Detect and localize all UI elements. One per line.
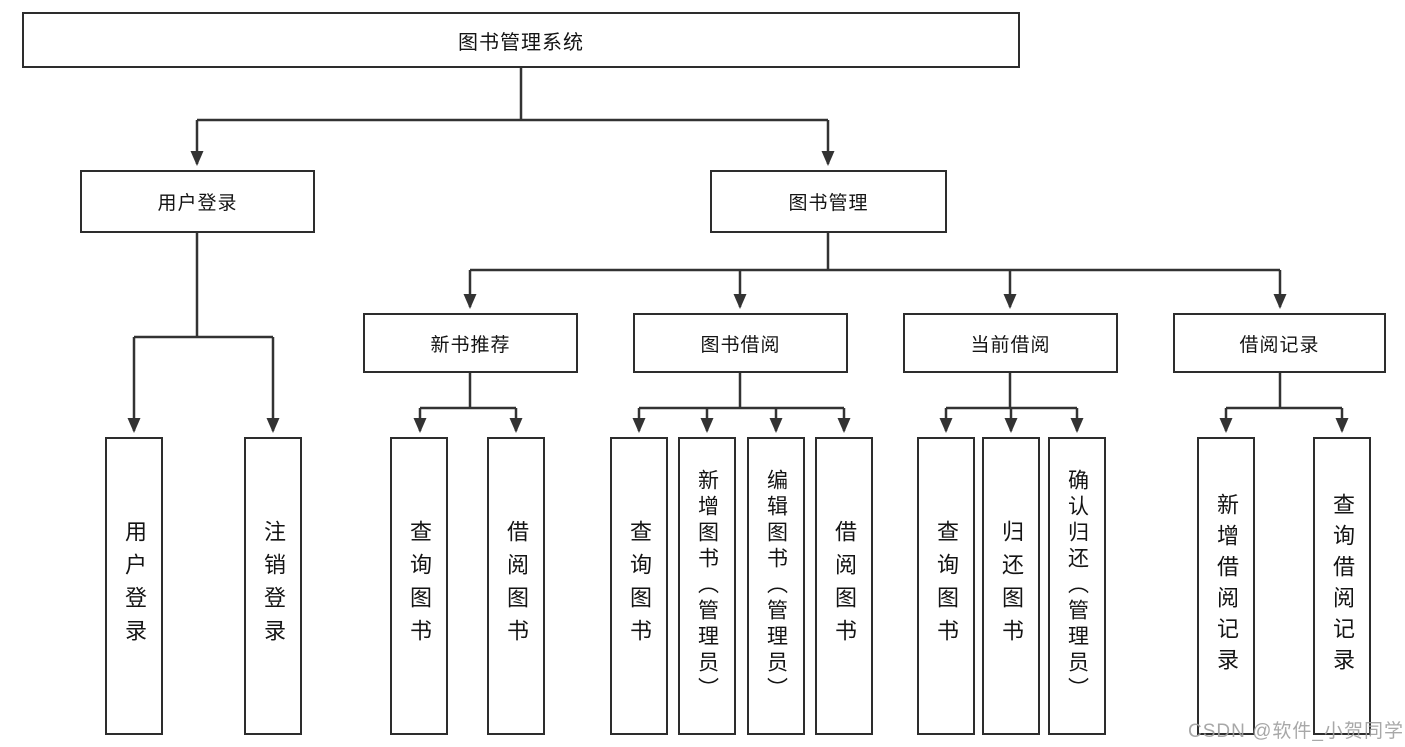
node-label: 查询图书 — [934, 520, 959, 652]
node-label: 图书借阅 — [700, 334, 781, 356]
leaf-borrow-books-recommend: 借阅图书 — [487, 437, 545, 735]
node-user-login: 用户登录 — [80, 170, 315, 233]
node-borrow-records: 借阅记录 — [1173, 313, 1386, 373]
node-label: 新增借阅记录 — [1214, 493, 1239, 679]
leaf-query-books-borrow: 查询图书 — [610, 437, 668, 735]
leaf-add-book-admin: 新增图书（管理员） — [678, 437, 736, 735]
leaf-add-borrow-record: 新增借阅记录 — [1197, 437, 1255, 735]
node-label: 借阅图书 — [504, 520, 529, 652]
node-label: 确认归还（管理员） — [1065, 469, 1089, 703]
node-label: 借阅记录 — [1239, 334, 1320, 356]
node-label: 归还图书 — [999, 520, 1024, 652]
node-label: 图书管理 — [788, 193, 869, 214]
leaf-logout: 注销登录 — [244, 437, 302, 735]
node-root: 图书管理系统 — [22, 12, 1020, 68]
leaf-user-login: 用户登录 — [105, 437, 163, 735]
csdn-watermark: CSDN @软件_小贺同学 — [1188, 721, 1404, 742]
leaf-confirm-return-admin: 确认归还（管理员） — [1048, 437, 1106, 735]
leaf-edit-book-admin: 编辑图书（管理员） — [747, 437, 805, 735]
node-label: 当前借阅 — [970, 334, 1051, 356]
node-label: 查询借阅记录 — [1330, 493, 1355, 679]
node-label: 图书管理系统 — [458, 31, 584, 54]
leaf-query-books-current: 查询图书 — [917, 437, 975, 735]
node-label: 新书推荐 — [430, 334, 511, 356]
leaf-query-books-recommend: 查询图书 — [390, 437, 448, 735]
node-new-book-recommend: 新书推荐 — [363, 313, 578, 373]
leaf-query-borrow-record: 查询借阅记录 — [1313, 437, 1371, 735]
node-label: 用户登录 — [157, 193, 238, 214]
leaf-borrow-books: 借阅图书 — [815, 437, 873, 735]
node-current-borrow: 当前借阅 — [903, 313, 1118, 373]
node-label: 用户登录 — [122, 520, 147, 652]
node-book-borrow: 图书借阅 — [633, 313, 848, 373]
node-book-management: 图书管理 — [710, 170, 947, 233]
leaf-return-books: 归还图书 — [982, 437, 1040, 735]
node-label: 编辑图书（管理员） — [764, 469, 788, 703]
node-label: 查询图书 — [627, 520, 652, 652]
node-label: 借阅图书 — [832, 520, 857, 652]
node-label: 新增图书（管理员） — [695, 469, 719, 703]
node-label: 查询图书 — [407, 520, 432, 652]
node-label: 注销登录 — [261, 520, 286, 652]
